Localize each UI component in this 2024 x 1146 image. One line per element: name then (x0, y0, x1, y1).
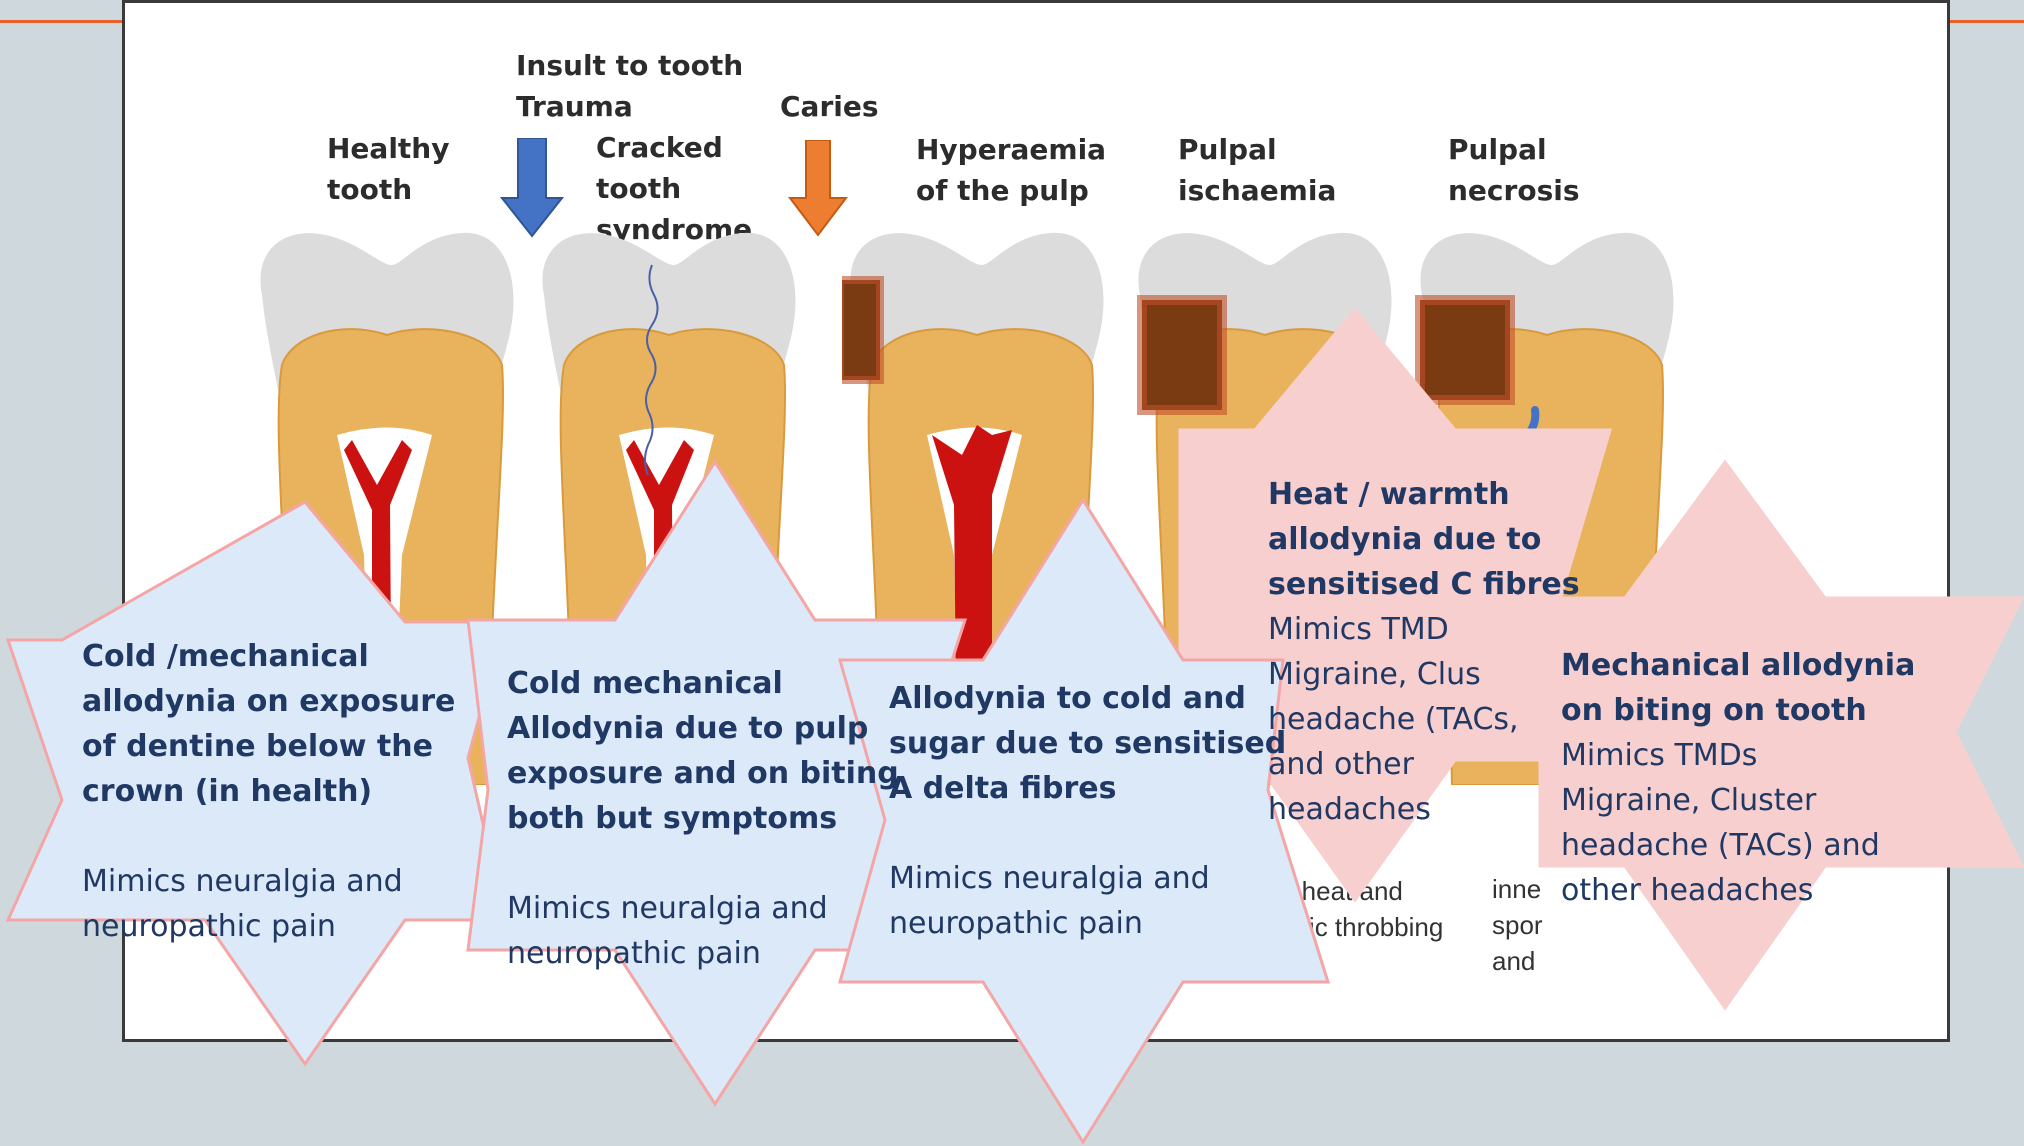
callout-heading: Heat / warmth allodynia due to sensitise… (1268, 472, 1580, 607)
callout-ischaemia: Heat / warmth allodynia due to sensitise… (1268, 472, 1580, 832)
callout-body: Mimics neuralgia and neuropathic pain (82, 859, 455, 949)
callout-hyperaemia: Allodynia to cold and sugar due to sensi… (889, 676, 1286, 946)
callout-heading: Cold mechanical Allodynia due to pulp ex… (507, 661, 899, 841)
callout-body: Mimics neuralgia and neuropathic pain (507, 886, 899, 976)
callout-body: Mimics TMDs Migraine, Cluster headache (… (1561, 733, 1915, 913)
callout-heading: Cold /mechanical allodynia on exposure o… (82, 634, 455, 814)
callout-healthy-tooth: Cold /mechanical allodynia on exposure o… (82, 634, 455, 949)
callout-cracked-tooth: Cold mechanical Allodynia due to pulp ex… (507, 661, 899, 976)
callout-heading: Mechanical allodynia on biting on tooth (1561, 643, 1915, 733)
callout-body: Mimics TMD Migraine, Clus headache (TACs… (1268, 607, 1580, 832)
callout-heading: Allodynia to cold and sugar due to sensi… (889, 676, 1286, 811)
callout-necrosis: Mechanical allodynia on biting on tooth … (1561, 643, 1915, 913)
callout-body: Mimics neuralgia and neuropathic pain (889, 856, 1286, 946)
